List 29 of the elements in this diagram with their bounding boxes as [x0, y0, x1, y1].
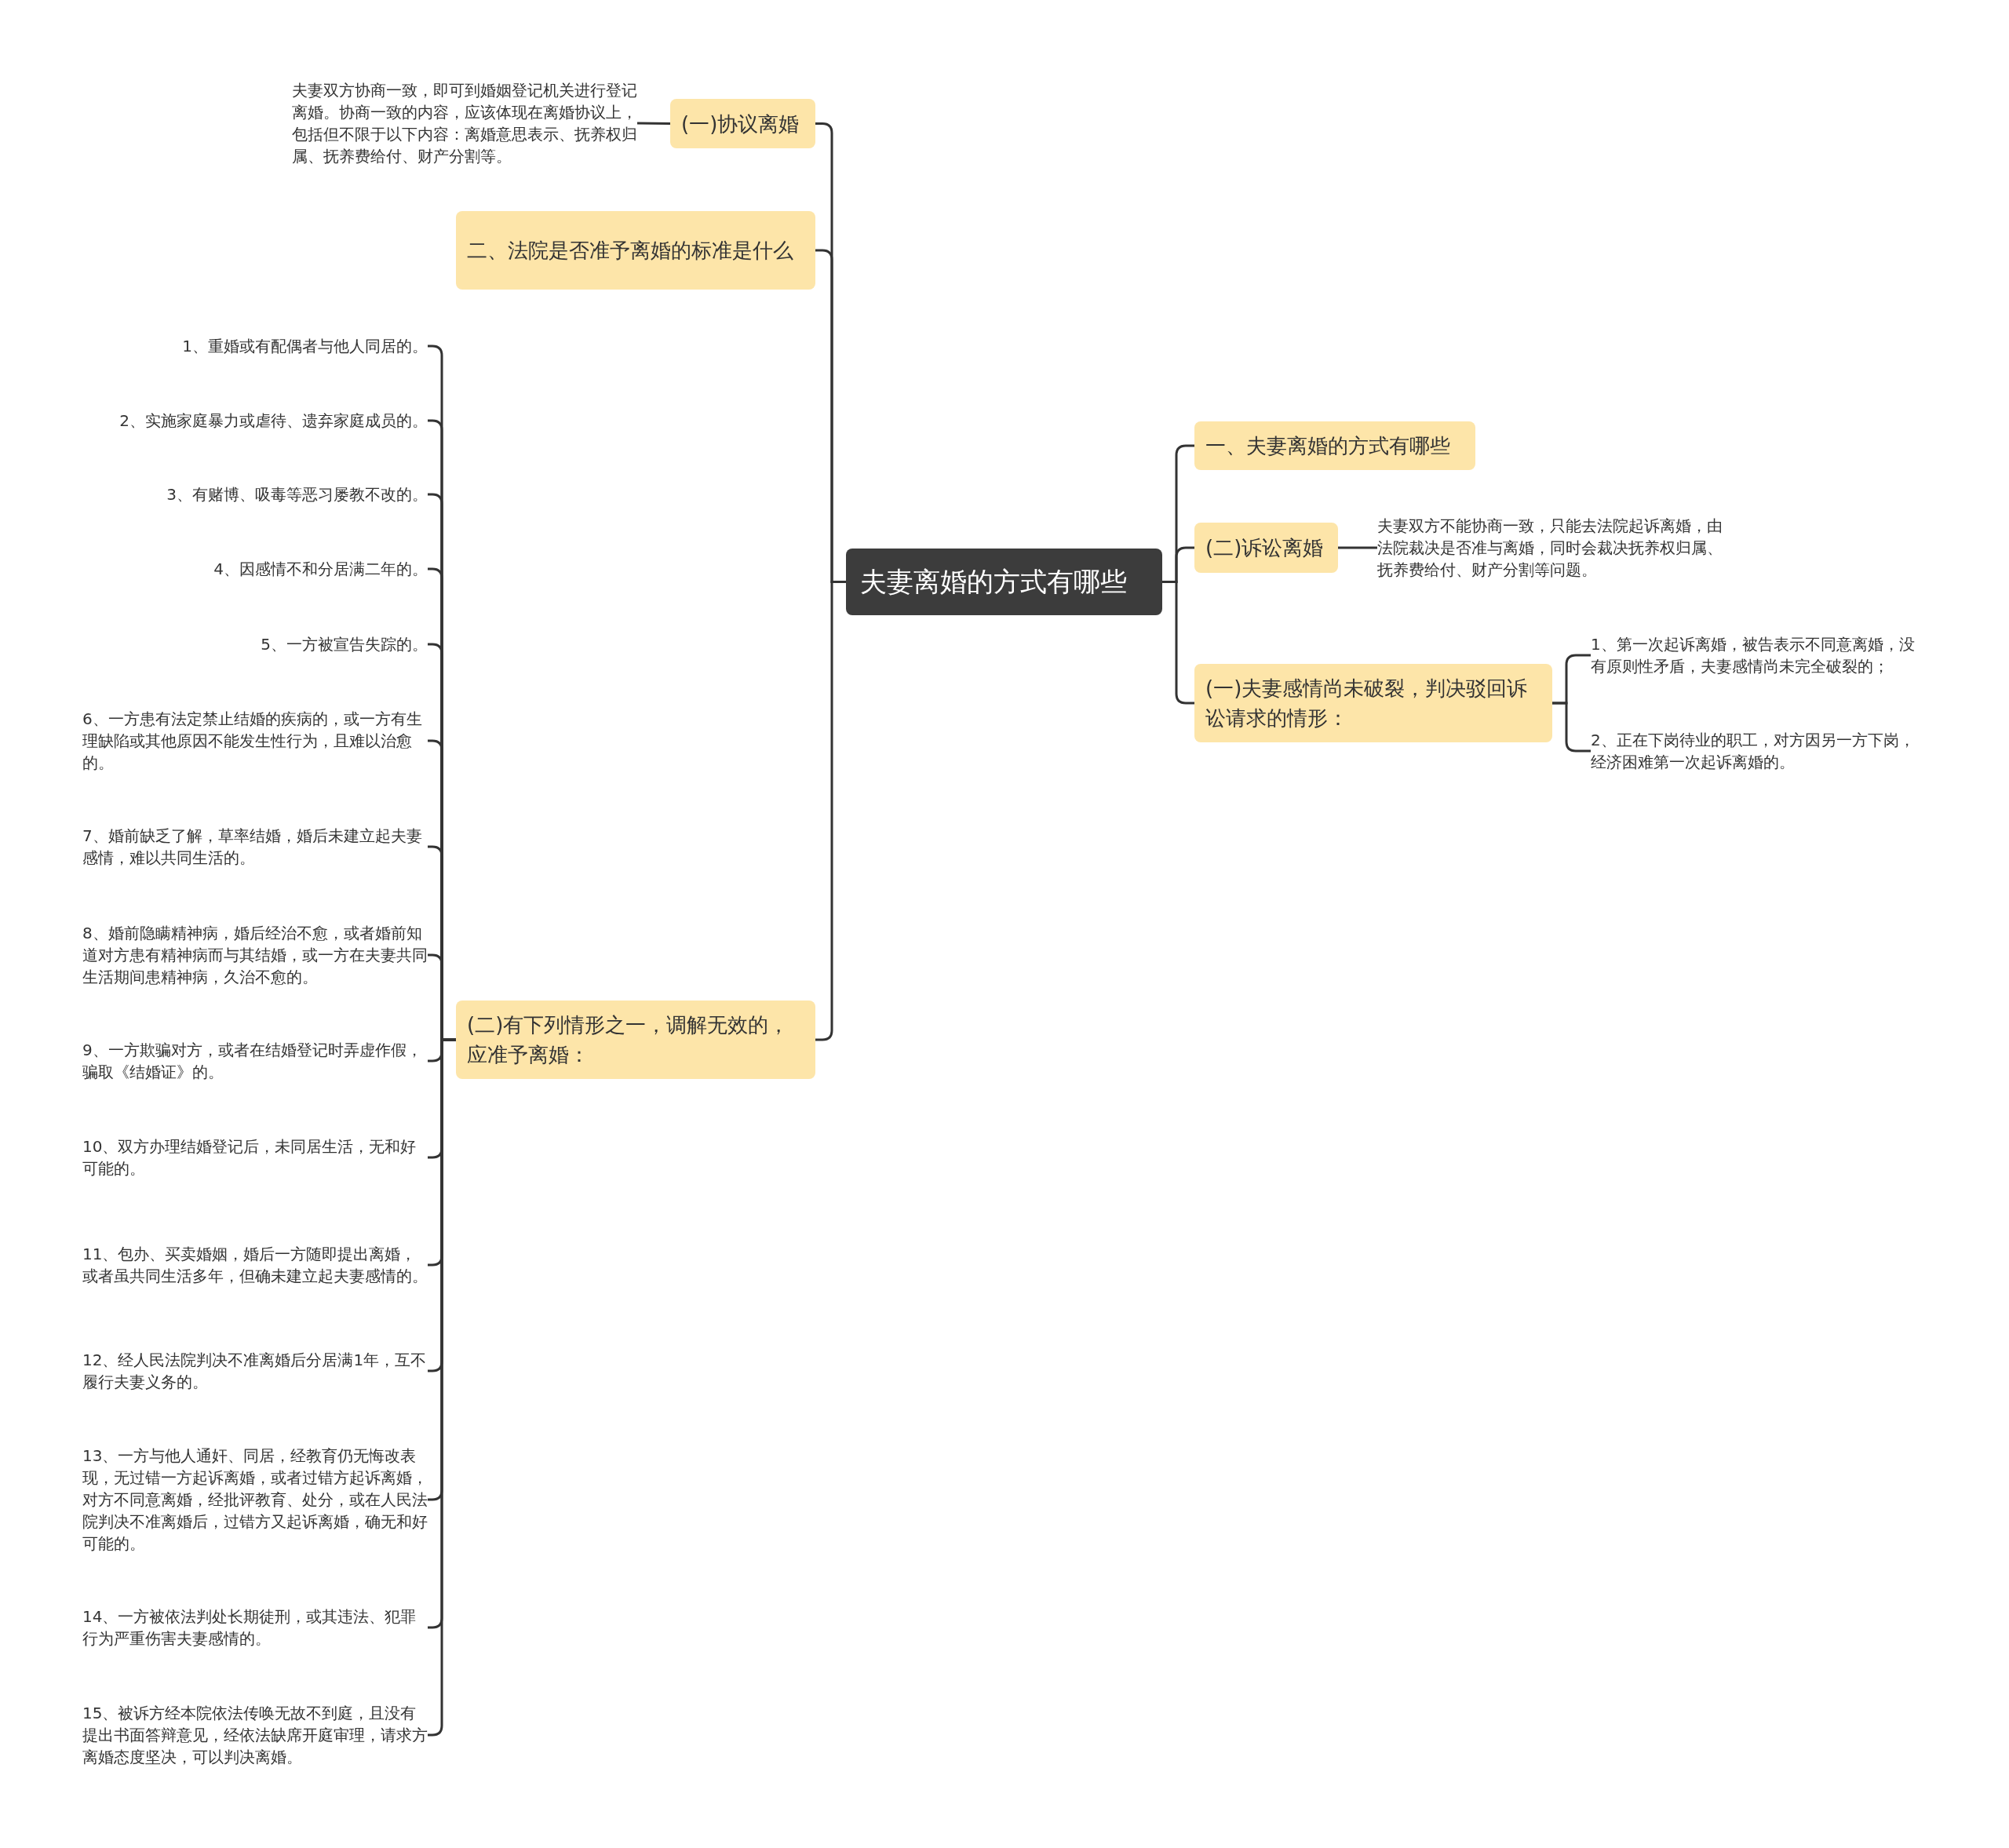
note-text: 11、包办、买卖婚姻，婚后一方随即提出离婚，或者虽共同生活多年，但确未建立起夫妻感情的。: [82, 1243, 428, 1287]
note-text: 2、实施家庭暴力或虐待、遗弃家庭成员的。: [119, 410, 428, 432]
note-text: 5、一方被宣告失踪的。: [261, 633, 428, 655]
note-text: 夫妻双方协商一致，即可到婚姻登记机关进行登记离婚。协商一致的内容，应该体现在离婚协议上，包括但不限于以下内容：离婚意思表示、抚养权归属、抚养费给付、财产分割等。: [292, 79, 637, 167]
topic-box: (一)夫妻感情尚未破裂，判决驳回诉讼请求的情形：: [1194, 664, 1552, 742]
note-text: 1、重婚或有配偶者与他人同居的。: [182, 335, 428, 357]
note-text: 6、一方患有法定禁止结婚的疾病的，或一方有生理缺陷或其他原因不能发生性行为，且难以治愈的。: [82, 708, 428, 774]
topic-box: (二)诉讼离婚: [1194, 523, 1338, 573]
connector-line: [1162, 581, 1194, 705]
note-text: 9、一方欺骗对方，或者在结婚登记时弄虚作假，骗取《结婚证》的。: [82, 1039, 428, 1083]
note-text: 3、有赌博、吸毒等恶习屡教不改的。: [166, 483, 428, 505]
note-text: 4、因感情不和分居满二年的。: [213, 558, 428, 580]
note-text: 7、婚前缺乏了解，草率结婚，婚后未建立起夫妻感情，难以共同生活的。: [82, 825, 428, 869]
note-text: 2、正在下岗待业的职工，对方因另一方下岗，经济困难第一次起诉离婚的。: [1591, 729, 1928, 773]
root-topic-box: 夫妻离婚的方式有哪些: [846, 549, 1162, 615]
note-text: 1、第一次起诉离婚，被告表示不同意离婚，没有原则性矛盾，夫妻感情尚未完全破裂的；: [1591, 633, 1928, 677]
connector-line: [1338, 546, 1377, 549]
connector-line: [637, 122, 670, 125]
note-text: 8、婚前隐瞒精神病，婚后经治不愈，或者婚前知道对方患有精神病而与其结婚，或一方在夫妻共同生活期间患精神病，久治不愈的。: [82, 922, 428, 988]
topic-box: (一)协议离婚: [670, 99, 815, 148]
note-text: 15、被诉方经本院依法传唤无故不到庭，且没有提出书面答辩意见，经依法缺席开庭审理，请求方离婚态度坚决，可以判决离婚。: [82, 1702, 428, 1768]
topic-box: 一、夫妻离婚的方式有哪些: [1194, 421, 1475, 470]
note-text: 10、双方办理结婚登记后，未同居生活，无和好可能的。: [82, 1135, 428, 1179]
note-text: 夫妻双方不能协商一致，只能去法院起诉离婚，由法院裁决是否准与离婚，同时会裁决抚养权归属、抚养费给付、财产分割等问题。: [1377, 515, 1723, 581]
note-text: 13、一方与他人通奸、同居，经教育仍无悔改表现，无过错一方起诉离婚，或者过错方起诉离婚，对方不同意离婚，经批评教育、处分，或在人民法院判决不准离婚后，过错方又起诉离婚，确无和好可能的。: [82, 1445, 428, 1555]
topic-box: (二)有下列情形之一，调解无效的，应准予离婚：: [456, 1001, 815, 1079]
topic-box: 二、法院是否准予离婚的标准是什么: [456, 211, 815, 290]
note-text: 14、一方被依法判处长期徒刑，或其违法、犯罪行为严重伤害夫妻感情的。: [82, 1606, 428, 1649]
note-text: 12、经人民法院判决不准离婚后分居满1年，互不履行夫妻义务的。: [82, 1349, 428, 1393]
